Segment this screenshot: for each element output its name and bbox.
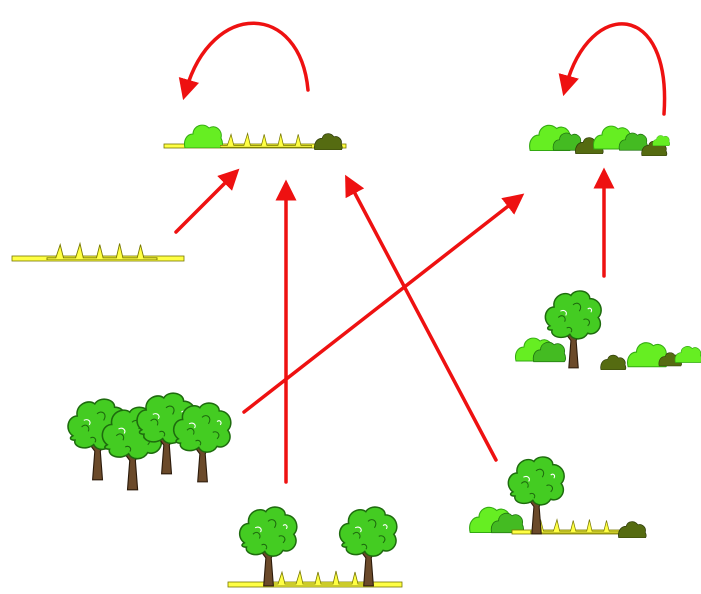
transition-arrows — [174, 21, 667, 484]
self-loop-arrow-mosaic — [178, 21, 310, 101]
grass-icon — [530, 519, 620, 534]
arrow-grassland-to-mosaic — [174, 168, 240, 234]
grass-icon — [46, 242, 158, 260]
dark-shrub-icon — [617, 521, 647, 538]
node-woodland-with-shrubs — [514, 290, 701, 370]
node-dense-shrubland — [528, 124, 670, 156]
dark-shrub-icon — [600, 354, 627, 370]
shrub-icon — [674, 345, 701, 364]
node-grassland — [11, 242, 185, 262]
self-loop-arrow-shrubland — [558, 22, 667, 116]
shrub-icon — [652, 134, 670, 147]
node-dense-forest — [67, 392, 232, 491]
node-grass-shrub-mosaic — [163, 124, 347, 150]
arrow-mix-to-mosaic — [345, 174, 498, 462]
dark-shrub-icon — [313, 133, 343, 150]
node-tree-shrub-grass — [468, 456, 647, 538]
grass-icon — [269, 570, 371, 586]
grass-icon — [220, 132, 312, 148]
shrub-icon — [183, 124, 224, 148]
tree-icon — [338, 506, 398, 587]
arrow-forest-to-shrubland — [242, 193, 525, 414]
node-savanna — [227, 506, 403, 588]
tree-icon — [238, 506, 298, 587]
tree-icon — [172, 402, 232, 483]
